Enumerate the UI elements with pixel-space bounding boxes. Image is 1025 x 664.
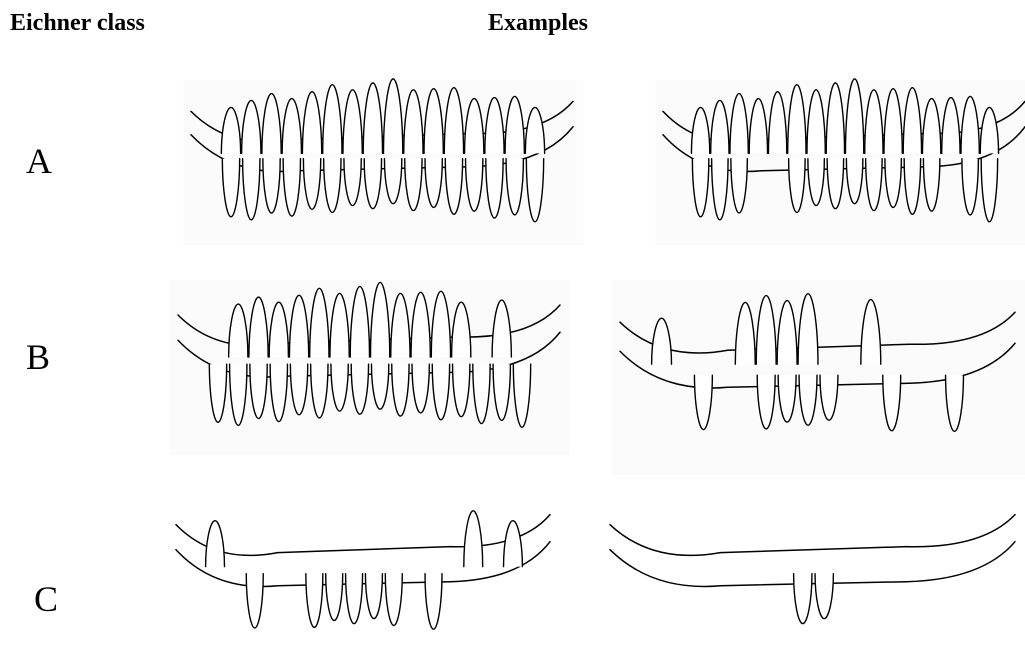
dentition-sketch bbox=[602, 490, 1025, 664]
upper-ridge-line bbox=[610, 515, 1015, 556]
dentition-example-c1 bbox=[168, 490, 560, 664]
lower-tooth bbox=[365, 574, 382, 619]
examples-header: Examples bbox=[488, 10, 588, 37]
class-label-c: C bbox=[34, 578, 58, 620]
dentition-example-a1 bbox=[183, 80, 583, 245]
lower-tooth bbox=[246, 574, 263, 628]
lower-tooth bbox=[326, 574, 343, 621]
dentition-sketch bbox=[168, 490, 560, 664]
dentition-sketch bbox=[170, 280, 570, 455]
upper-tooth bbox=[464, 511, 483, 567]
lower-tooth bbox=[306, 574, 323, 628]
lower-tooth bbox=[385, 574, 402, 626]
dentition-sketch bbox=[183, 80, 583, 245]
upper-tooth bbox=[504, 521, 523, 567]
upper-ridge-line bbox=[176, 515, 550, 556]
dentition-sketch bbox=[612, 280, 1025, 475]
eichner-class-header: Eichner class bbox=[10, 10, 145, 37]
lower-tooth bbox=[425, 574, 442, 630]
dentition-example-a2 bbox=[655, 80, 1025, 245]
dentition-sketch bbox=[655, 80, 1025, 245]
class-label-a: A bbox=[26, 140, 52, 182]
dentition-example-b2 bbox=[612, 280, 1025, 475]
upper-tooth bbox=[206, 521, 225, 567]
lower-tooth bbox=[346, 574, 363, 624]
lower-tooth bbox=[815, 574, 833, 619]
dentition-example-b1 bbox=[170, 280, 570, 455]
class-label-b: B bbox=[26, 336, 50, 378]
lower-tooth bbox=[794, 574, 812, 624]
dentition-example-c2 bbox=[602, 490, 1025, 664]
